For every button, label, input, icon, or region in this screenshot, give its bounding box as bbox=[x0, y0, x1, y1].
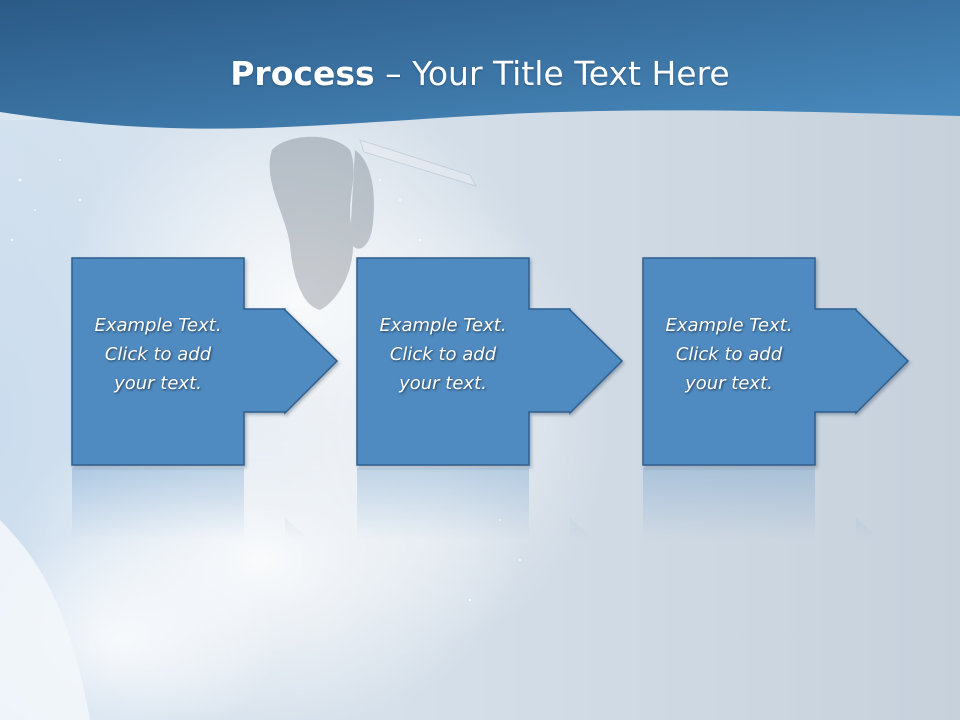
step-2-line-2: Click to add bbox=[389, 344, 497, 365]
title-separator: – bbox=[374, 54, 413, 93]
title-bold-part: Process bbox=[230, 54, 375, 93]
process-step-2[interactable] bbox=[356, 257, 624, 540]
process-step-1[interactable] bbox=[71, 257, 339, 540]
step-1-line-2: Click to add bbox=[104, 344, 212, 365]
step-3-reflection bbox=[643, 468, 881, 540]
step-2-reflection bbox=[357, 468, 595, 540]
step-2-line-1: Example Text. bbox=[379, 315, 507, 336]
step-2-shape bbox=[356, 257, 624, 466]
step-3-line-1: Example Text. bbox=[665, 315, 793, 336]
step-1-line-1: Example Text. bbox=[94, 315, 222, 336]
step-1-reflection bbox=[72, 468, 310, 540]
step-1-line-3: your text. bbox=[114, 373, 202, 394]
step-3-line-2: Click to add bbox=[675, 344, 783, 365]
step-2-line-3: your text. bbox=[399, 373, 487, 394]
step-1-text[interactable]: Example Text. Click to add your text. bbox=[72, 311, 244, 398]
title-rest-part: Your Title Text Here bbox=[412, 54, 730, 93]
step-2-text[interactable]: Example Text. Click to add your text. bbox=[357, 311, 529, 398]
step-3-line-3: your text. bbox=[685, 373, 773, 394]
step-1-shape bbox=[71, 257, 339, 466]
page-title: Process – Your Title Text Here bbox=[0, 52, 960, 96]
step-3-text[interactable]: Example Text. Click to add your text. bbox=[643, 311, 815, 398]
step-3-shape bbox=[642, 257, 910, 466]
header-banner bbox=[0, 0, 960, 129]
process-step-3[interactable] bbox=[642, 257, 910, 540]
